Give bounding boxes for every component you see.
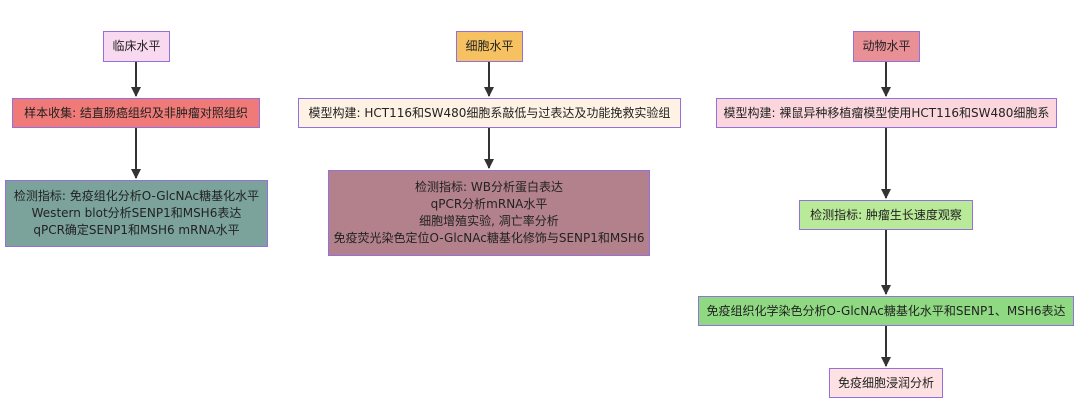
cell-detection-line-3: 细胞增殖实验, 凋亡率分析 [419,214,559,228]
clinical-collection-label: 样本收集: 结直肠癌组织及非肿瘤对照组织 [24,105,248,120]
animal-detection-label: 检测指标: 肿瘤生长速度观察 [810,207,962,222]
animal-ihc-node: 免疫组织化学染色分析O-GlcNAc糖基化水平和SENP1、MSH6表达 [698,296,1074,326]
animal-title-label: 动物水平 [862,39,911,53]
clinical-title-node: 临床水平 [103,31,170,62]
cell-detection-line-2: qPCR分析mRNA水平 [430,197,548,211]
cell-detection-line-1: 检测指标: WB分析蛋白表达 [415,180,563,194]
animal-infiltration-node: 免疫细胞浸润分析 [829,368,943,398]
clinical-detection-line-3: qPCR确定SENP1和MSH6 mRNA水平 [33,223,240,237]
animal-title-node: 动物水平 [853,31,920,62]
cell-title-label: 细胞水平 [465,39,514,53]
cell-detection-node: 检测指标: WB分析蛋白表达 qPCR分析mRNA水平 细胞增殖实验, 凋亡率分… [328,170,650,256]
clinical-detection-line-1: 检测指标: 免疫组化分析O-GlcNAc糖基化水平 [13,189,260,203]
cell-title-node: 细胞水平 [456,31,523,62]
clinical-detection-line-2: Western blot分析SENP1和MSH6表达 [31,206,242,220]
clinical-detection-node: 检测指标: 免疫组化分析O-GlcNAc糖基化水平 Western blot分析… [5,180,268,247]
animal-model-node: 模型构建: 裸鼠异种移植瘤模型使用HCT116和SW480细胞系 [716,98,1057,128]
animal-ihc-label: 免疫组织化学染色分析O-GlcNAc糖基化水平和SENP1、MSH6表达 [706,303,1066,318]
clinical-collection-node: 样本收集: 结直肠癌组织及非肿瘤对照组织 [12,98,260,128]
cell-model-node: 模型构建: HCT116和SW480细胞系敲低与过表达及功能挽救实验组 [298,98,681,128]
animal-infiltration-label: 免疫细胞浸润分析 [837,375,934,390]
cell-detection-line-4: 免疫荧光染色定位O-GlcNAc糖基化修饰与SENP1和MSH6 [333,231,645,245]
animal-detection-node: 检测指标: 肿瘤生长速度观察 [799,200,973,230]
animal-model-label: 模型构建: 裸鼠异种移植瘤模型使用HCT116和SW480细胞系 [723,105,1050,120]
clinical-title-label: 临床水平 [112,39,161,53]
cell-model-label: 模型构建: HCT116和SW480细胞系敲低与过表达及功能挽救实验组 [308,105,671,120]
